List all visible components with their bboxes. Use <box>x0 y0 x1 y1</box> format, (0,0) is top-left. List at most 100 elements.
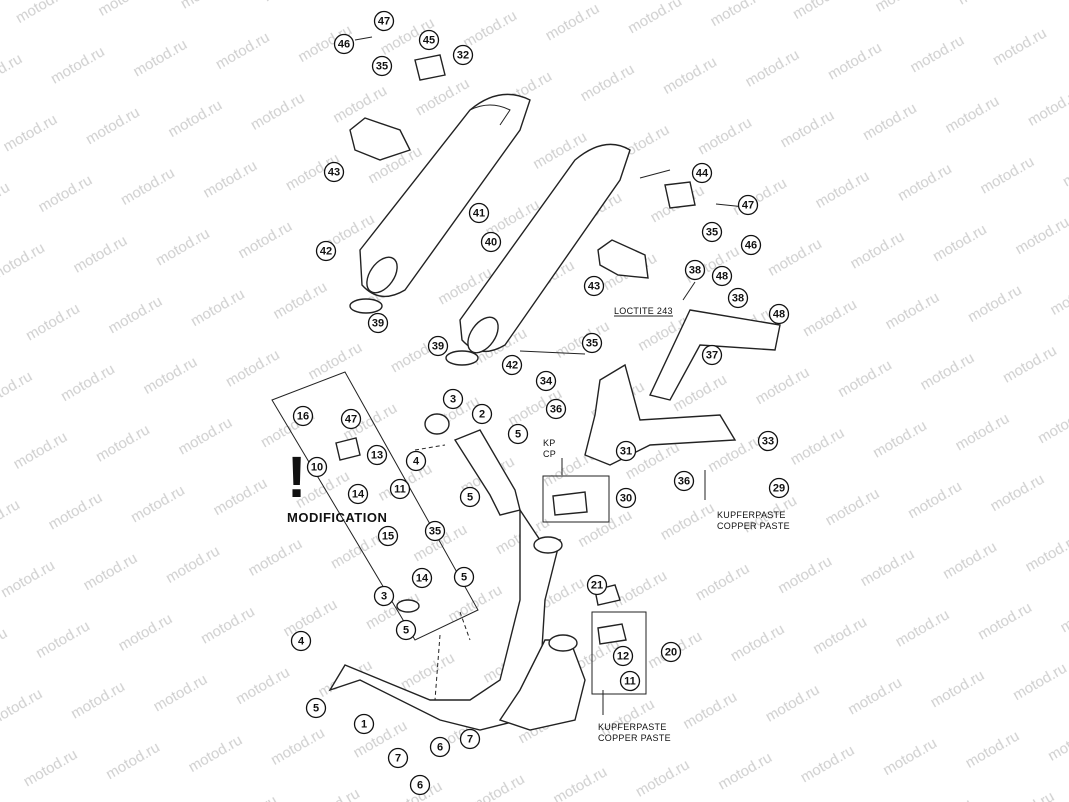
callout-7: 7 <box>387 747 409 769</box>
callout-42: 42 <box>315 240 337 262</box>
callout-5: 5 <box>453 566 475 588</box>
callout-7: 7 <box>459 728 481 750</box>
callout-number: 29 <box>773 483 785 495</box>
dashed-leaders <box>414 444 471 701</box>
callout-1: 1 <box>353 713 375 735</box>
callout-number: 47 <box>378 16 390 28</box>
callout-38: 38 <box>684 259 706 281</box>
callout-3: 3 <box>442 388 464 410</box>
callout-44: 44 <box>691 162 713 184</box>
callout-number: 30 <box>620 493 632 505</box>
callout-48: 48 <box>768 303 790 325</box>
callout-number: 39 <box>432 341 444 353</box>
callout-number: 38 <box>689 265 701 277</box>
callout-39: 39 <box>427 335 449 357</box>
callout-21: 21 <box>586 574 608 596</box>
callout-31: 31 <box>615 440 637 462</box>
callout-32: 32 <box>452 44 474 66</box>
callout-6: 6 <box>429 736 451 758</box>
callout-20: 20 <box>660 641 682 663</box>
callout-35: 35 <box>424 520 446 542</box>
callout-number: 3 <box>381 591 387 603</box>
callout-number: 47 <box>742 200 754 212</box>
callout-39: 39 <box>367 312 389 334</box>
callout-number: 42 <box>320 246 332 258</box>
callout-48: 48 <box>711 265 733 287</box>
callout-number: 38 <box>732 293 744 305</box>
callout-47: 47 <box>373 10 395 32</box>
callout-13: 13 <box>366 444 388 466</box>
silencer-right <box>459 143 631 354</box>
callout-number: 43 <box>588 281 600 293</box>
box-20 <box>591 611 647 695</box>
callout-5: 5 <box>305 697 327 719</box>
modification-label: MODIFICATION <box>287 510 387 525</box>
callout-number: 48 <box>716 271 728 283</box>
callout-14: 14 <box>411 567 433 589</box>
callout-number: 43 <box>328 167 340 179</box>
callout-33: 33 <box>757 430 779 452</box>
callout-41: 41 <box>468 202 490 224</box>
bracket-37 <box>649 309 781 401</box>
clamp-45 <box>414 54 446 81</box>
callout-number: 42 <box>506 360 518 372</box>
callout-35: 35 <box>371 55 393 77</box>
callout-number: 10 <box>311 462 323 474</box>
callout-number: 34 <box>540 376 553 388</box>
callout-number: 14 <box>416 573 429 585</box>
callout-number: 11 <box>394 484 406 496</box>
callout-number: 12 <box>617 651 629 663</box>
callout-16: 16 <box>292 405 314 427</box>
y-pipe-31 <box>584 363 737 466</box>
callout-number: 48 <box>773 309 785 321</box>
callout-35: 35 <box>581 332 603 354</box>
gasket-3-top <box>424 413 450 435</box>
callout-2: 2 <box>471 403 493 425</box>
callout-5: 5 <box>395 619 417 641</box>
callout-43: 43 <box>323 161 345 183</box>
callout-number: 16 <box>297 411 309 423</box>
callout-30: 30 <box>615 487 637 509</box>
callout-number: 15 <box>382 531 394 543</box>
callout-number: 14 <box>352 489 365 501</box>
callout-47: 47 <box>737 194 759 216</box>
callout-47: 47 <box>340 408 362 430</box>
callout-12: 12 <box>612 645 634 667</box>
callout-number: 32 <box>457 50 469 62</box>
callout-15: 15 <box>377 525 399 547</box>
cp-label: CP <box>543 449 556 459</box>
callout-11: 11 <box>619 670 641 692</box>
modification-box: MODIFICATION ! <box>271 371 479 641</box>
callout-number: 5 <box>515 429 521 441</box>
callout-number: 41 <box>473 208 485 220</box>
exclamation-mark: ! <box>287 445 306 510</box>
callout-35: 35 <box>701 221 723 243</box>
callout-number: 4 <box>413 456 420 468</box>
callout-number: 20 <box>665 647 677 659</box>
callout-10: 10 <box>306 456 328 478</box>
bracket-43-right <box>597 239 649 279</box>
callout-number: 39 <box>372 318 384 330</box>
callout-number: 46 <box>338 39 350 51</box>
callout-number: 45 <box>423 35 435 47</box>
callout-42: 42 <box>501 354 523 376</box>
copper-paste-de-label-1: KUPFERPASTE <box>717 510 786 520</box>
callout-number: 5 <box>313 703 319 715</box>
callout-number: 31 <box>620 446 632 458</box>
callout-number: 6 <box>437 742 443 754</box>
callout-46: 46 <box>333 33 355 55</box>
callout-number: 4 <box>298 636 305 648</box>
callout-number: 46 <box>745 240 757 252</box>
callout-number: 6 <box>417 780 423 792</box>
callout-number: 35 <box>429 526 441 538</box>
callout-number: 5 <box>467 492 473 504</box>
callout-number: 2 <box>479 409 485 421</box>
copper-paste-de-label-2: KUPFERPASTE <box>598 722 667 732</box>
callout-number: 35 <box>586 338 598 350</box>
copper-paste-en-label-2: COPPER PASTE <box>598 733 671 743</box>
gasket-3-bottom <box>396 599 420 613</box>
callout-45: 45 <box>418 29 440 51</box>
downpipe-assembly-1 <box>328 507 586 731</box>
